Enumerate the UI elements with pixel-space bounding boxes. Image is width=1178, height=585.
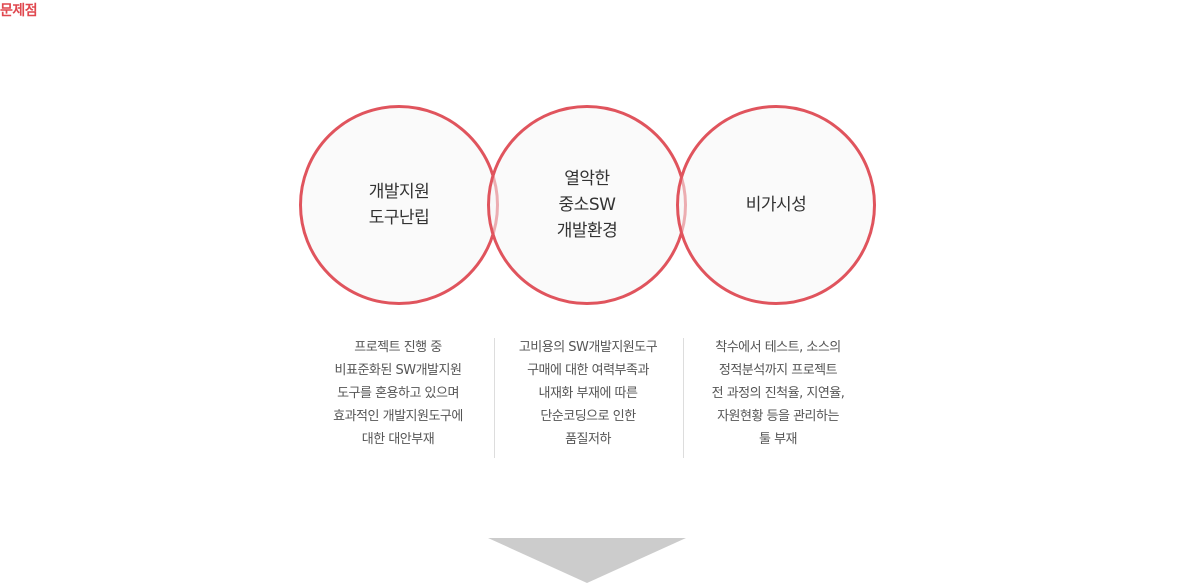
circle-label-tool-proliferation: 개발지원 도구난립: [368, 182, 430, 228]
column-divider: [494, 338, 495, 458]
description-invisibility: 착수에서 테스트, 소스의 정적분석까지 프로젝트 전 과정의 진척율, 지연율…: [711, 340, 845, 447]
circle-label-invisibility: 비가시성: [745, 195, 807, 215]
column-divider: [683, 338, 684, 458]
circle-poor-environment: [487, 105, 687, 305]
circle-invisibility: [676, 105, 876, 305]
circle-label-poor-environment: 열악한 중소SW 개발환경: [556, 169, 618, 241]
venn-circles: 개발지원 도구난립 열악한 중소SW 개발환경 비가시성: [299, 105, 876, 305]
down-arrow-icon: [488, 538, 686, 583]
description-tool-proliferation: 프로젝트 진행 중 비표준화된 SW개발지원 도구를 혼용하고 있으며 효과적인…: [333, 340, 463, 447]
description-poor-environment: 고비용의 SW개발지원도구 구매에 대한 여력부족과 내재화 부재에 따른 단순…: [518, 340, 658, 447]
section-title: 문제점: [0, 3, 38, 19]
